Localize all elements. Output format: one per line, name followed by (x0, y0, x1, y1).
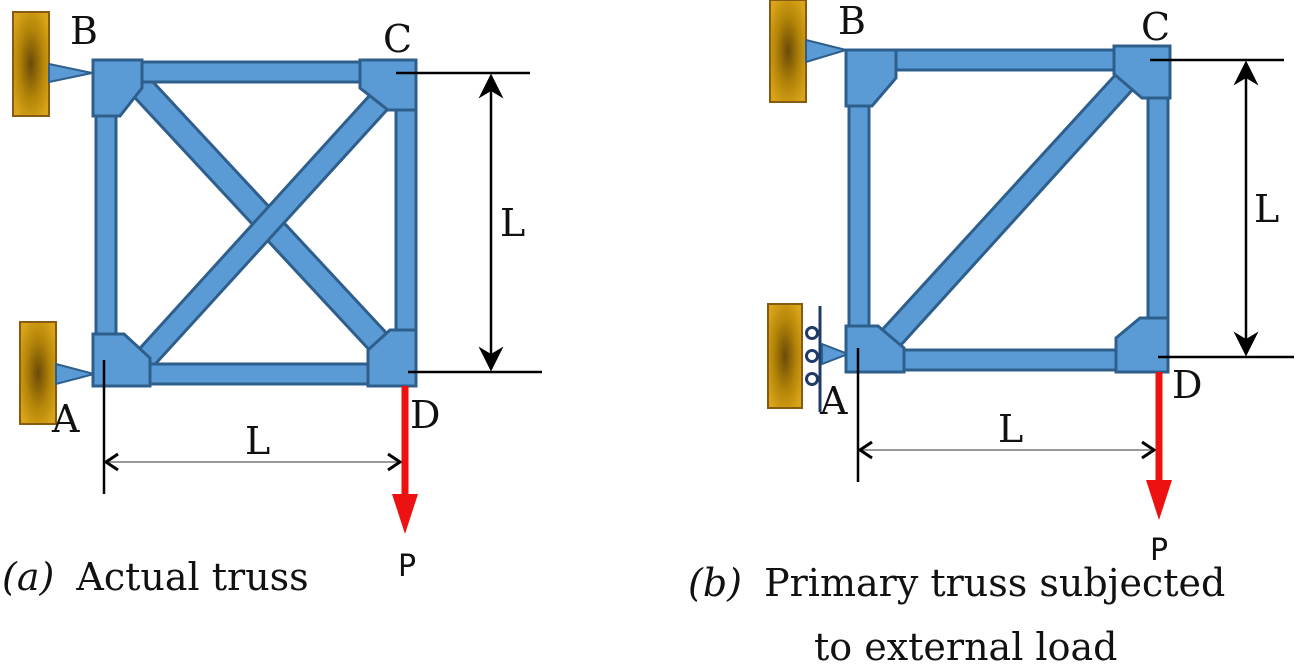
member-bc (138, 60, 364, 84)
support-a-pin (19, 321, 98, 425)
load-arrow-b: P (1146, 372, 1172, 568)
member-bc-b (894, 48, 1118, 72)
joint-b-gusset-b (844, 48, 898, 108)
joint-d-gusset-b (1114, 316, 1170, 374)
dimension-label-vertical-b: L (1254, 187, 1279, 231)
load-label-a: P (398, 549, 416, 584)
member-cd-b (1146, 96, 1170, 322)
caption-a-prefix: (a) (2, 555, 54, 599)
truss-b-members (847, 48, 1170, 372)
member-ac-diagonal (879, 69, 1137, 349)
caption-b-line1: (b) Primary truss subjected (688, 561, 1225, 605)
member-cd (394, 108, 418, 334)
support-a-roller (767, 303, 851, 412)
node-label-b-b: B (838, 0, 866, 43)
member-ad-b (902, 348, 1118, 372)
joint-b-gusset (91, 58, 144, 118)
joint-a-gusset (91, 332, 152, 388)
node-label-c: C (383, 17, 412, 61)
caption-a-text: Actual truss (75, 555, 308, 599)
member-ab-b (847, 104, 871, 330)
dimension-horizontal-b: L (856, 348, 1157, 482)
caption-b-line2: to external load (814, 625, 1117, 666)
caption-b-text-line1: Primary truss subjected (764, 561, 1225, 605)
dimension-vertical-a: L (396, 71, 542, 374)
dimension-label-horizontal-a: L (245, 419, 270, 463)
dimension-vertical-b: L (1150, 58, 1294, 359)
diagram-a: B C A D L L P (a) Actual truss (2, 9, 542, 599)
node-label-d-b: D (1172, 363, 1202, 407)
joint-d-gusset (366, 328, 418, 388)
member-ad (146, 362, 372, 386)
node-label-d: D (410, 393, 440, 437)
support-b-pin-b (769, 0, 850, 103)
node-label-a-b: A (819, 379, 848, 423)
node-label-c-b: C (1141, 5, 1170, 49)
member-ab (94, 110, 118, 336)
dimension-horizontal-a: L (102, 360, 403, 494)
load-arrow-a: P (392, 386, 418, 584)
caption-b-prefix: (b) (688, 561, 742, 605)
truss-a-members (94, 60, 418, 386)
joint-a-gusset-b (844, 324, 906, 374)
dimension-label-vertical-a: L (500, 201, 525, 245)
dimension-label-horizontal-b: L (998, 407, 1023, 451)
support-b-pin (12, 11, 93, 117)
node-label-a: A (51, 397, 80, 441)
diagram-b: B C A D L L P (b) Primary truss subj (688, 0, 1294, 666)
caption-a: (a) Actual truss (2, 555, 309, 599)
load-label-b: P (1150, 533, 1168, 568)
node-label-b: B (70, 9, 98, 53)
